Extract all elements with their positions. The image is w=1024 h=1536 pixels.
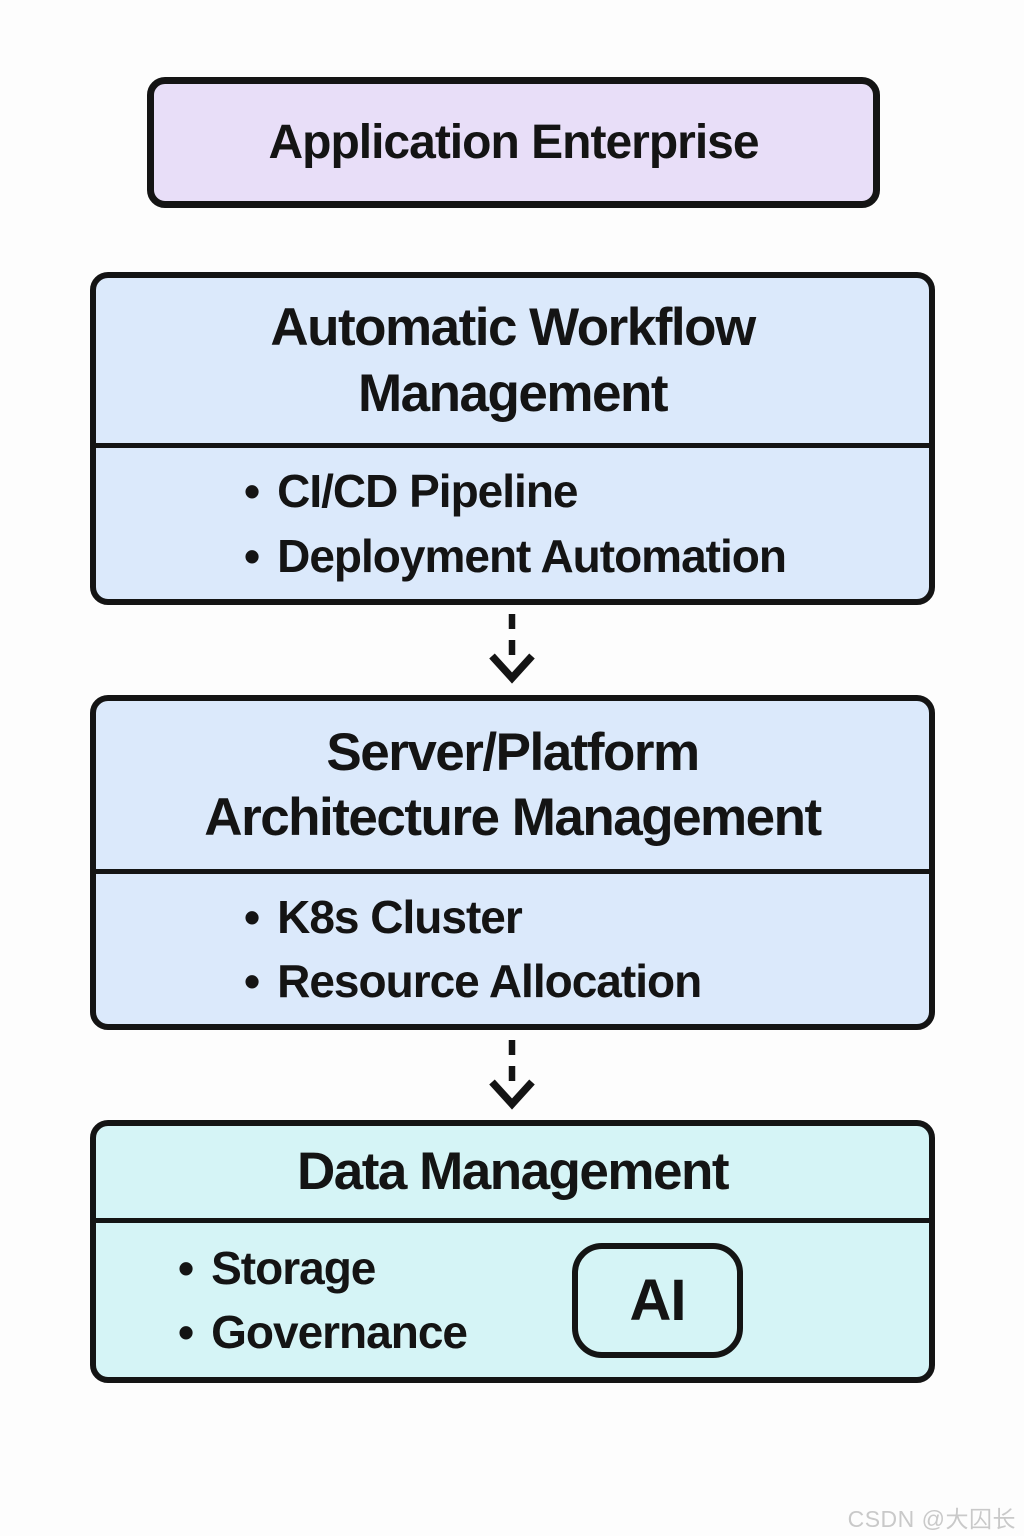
layer-box-data-management: Data Management Storage Governance AI — [90, 1120, 935, 1383]
bullet-list: CI/CD Pipeline Deployment Automation — [96, 467, 787, 580]
layer-title-line: Server/Platform — [326, 722, 700, 782]
ai-badge: AI — [572, 1242, 743, 1358]
layer-body: K8s Cluster Resource Allocation — [96, 874, 929, 1024]
bullet-item: Governance — [178, 1308, 468, 1357]
layer-title-line: Architecture Management — [204, 788, 822, 847]
bullet-list: K8s Cluster Resource Allocation — [96, 892, 702, 1006]
bullet-item: Resource Allocation — [244, 957, 702, 1006]
bullet-item: K8s Cluster — [244, 892, 701, 941]
layer-body: Storage Governance AI — [96, 1223, 929, 1377]
bullet-item: Storage — [178, 1243, 467, 1292]
layer-box-automatic-workflow-management: Automatic Workflow Management CI/CD Pipe… — [90, 272, 935, 605]
watermark: CSDN @大囚长 — [847, 1506, 1016, 1532]
bullet-item: Deployment Automation — [244, 531, 787, 580]
layer-title: Automatic Workflow Management — [96, 278, 929, 448]
layer-title: Server/Platform Architecture Management — [96, 701, 929, 874]
root-box-label: Application Enterprise — [268, 116, 759, 169]
bullet-item: CI/CD Pipeline — [244, 467, 786, 516]
layer-title: Data Management — [96, 1126, 929, 1223]
root-box-application-enterprise: Application Enterprise — [147, 77, 880, 208]
dashed-down-arrow-icon — [489, 1040, 535, 1110]
bullet-list: Storage Governance — [96, 1243, 468, 1357]
layer-box-server-platform-architecture-management: Server/Platform Architecture Management … — [90, 695, 935, 1030]
layer-title-line: Management — [358, 363, 668, 423]
dashed-down-arrow-icon — [489, 614, 535, 684]
layer-body: CI/CD Pipeline Deployment Automation — [96, 448, 929, 599]
layer-title-line: Data Management — [296, 1142, 730, 1202]
layer-title-line: Automatic Workflow — [270, 298, 756, 358]
